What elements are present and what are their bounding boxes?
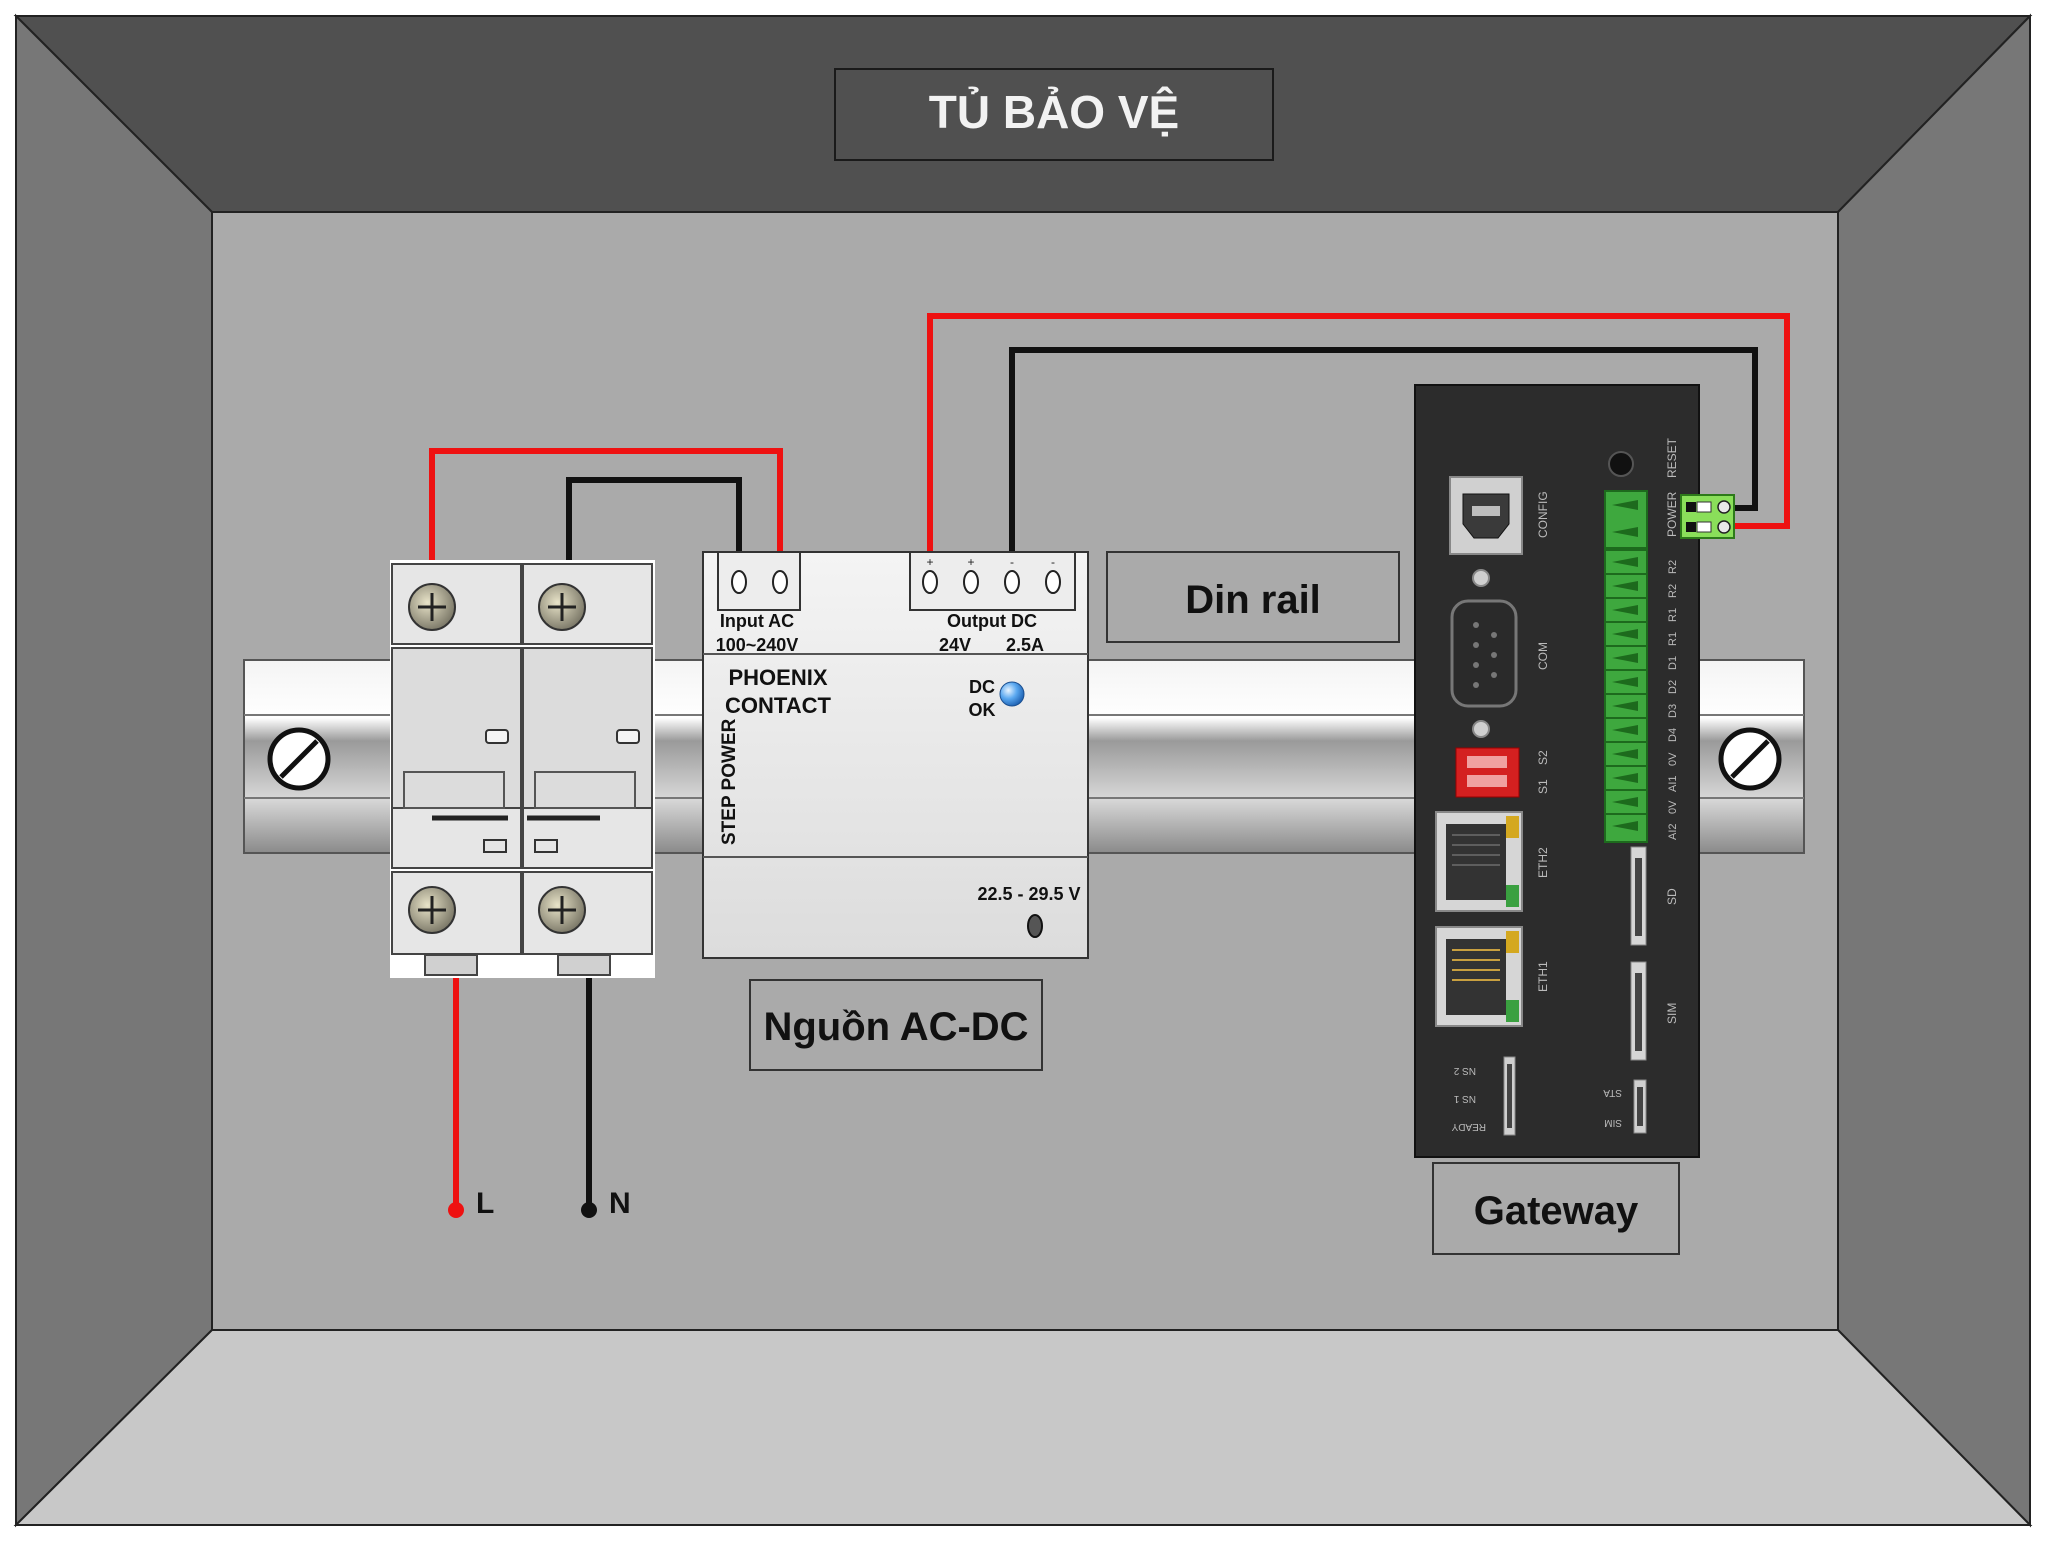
psu-led-label-1: DC <box>969 677 995 697</box>
psu-terminal-plus-2: + <box>967 555 974 569</box>
feed-live-label: L <box>476 1187 494 1220</box>
psu-input-label: Input AC <box>720 611 794 631</box>
gateway-power-connector-icon <box>1680 494 1735 539</box>
rail-screw-right-icon <box>1718 727 1782 791</box>
io-terminal-block-icon <box>1604 549 1648 843</box>
psu-output-current: 2.5A <box>1006 635 1044 655</box>
gateway-label-config: CONFIG <box>1536 491 1550 538</box>
psu-output-voltage: 24V <box>939 635 971 655</box>
gateway-terminal-label: R2 <box>1667 560 1679 574</box>
gateway-label-sd: SD <box>1665 888 1679 905</box>
gateway-label-eth1: ETH1 <box>1536 961 1550 992</box>
psu-terminal-minus-1: - <box>1010 555 1014 569</box>
gateway-terminal-label: D3 <box>1667 704 1679 718</box>
feed-terminals: L N <box>448 1187 631 1220</box>
gateway-label-power: POWER <box>1665 491 1679 537</box>
status-led-strip-icon <box>1503 1056 1516 1136</box>
dc-ok-led-icon <box>999 681 1025 707</box>
gateway-label-sta: STA <box>1603 1087 1622 1098</box>
gateway-label-s1: S1 <box>1536 779 1550 794</box>
wire-psu-negative-to-gateway <box>1009 347 1758 556</box>
psu-caption: Nguồn AC-DC <box>763 1005 1028 1049</box>
dip-switch-icon[interactable] <box>1455 747 1520 798</box>
psu-output-terminal <box>909 551 1076 611</box>
gateway-caption: Gateway <box>1474 1189 1639 1233</box>
cabinet-right-wall <box>1837 13 2031 1528</box>
gateway-terminal-label: AI2 <box>1667 823 1679 840</box>
cabinet-title: TỦ BẢO VỆ <box>929 86 1179 138</box>
gateway-label-sim: SIM <box>1665 1003 1679 1024</box>
psu-input-terminal <box>717 551 801 611</box>
cabinet-title-box: TỦ BẢO VỆ <box>834 68 1274 161</box>
gateway-led-icon <box>1472 569 1490 587</box>
psu-terminal-minus-2: - <box>1051 555 1055 569</box>
sta-led-strip-icon <box>1633 1079 1647 1134</box>
cabinet-left-wall <box>15 13 213 1528</box>
gateway-terminal-label: R2 <box>1667 584 1679 598</box>
neutral-terminal-dot-icon <box>581 1202 597 1218</box>
breaker-screw-icon <box>408 583 456 631</box>
psu-output-label: Output DC <box>947 611 1037 631</box>
wires <box>429 313 1790 1210</box>
breaker-screw-icon <box>408 886 456 934</box>
gateway-label-ns1: NS 1 <box>1453 1093 1476 1104</box>
rail-screw-left-icon <box>267 727 331 791</box>
gateway-terminal-label: AI1 <box>1667 775 1679 792</box>
psu-brand-line1: PHOENIX <box>728 665 827 690</box>
wire-breaker-neutral-to-psu <box>566 477 742 580</box>
sd-card-slot-icon <box>1630 846 1647 946</box>
ethernet-port-eth2-icon <box>1435 811 1523 912</box>
gateway-label-eth2: ETH2 <box>1536 847 1550 878</box>
wire-breaker-live-to-psu <box>429 448 783 580</box>
gateway-device: CONFIG COM S1 S2 <box>1414 384 1700 1158</box>
gateway-terminal-label: D4 <box>1667 728 1679 742</box>
cabinet-bottom-wall <box>13 1329 2033 1526</box>
reset-button-icon[interactable] <box>1608 451 1634 477</box>
gateway-terminal-label: 0V <box>1667 752 1679 766</box>
breaker-screw-icon <box>538 583 586 631</box>
ethernet-port-eth1-icon <box>1435 926 1523 1027</box>
gateway-label-sim-led: SIM <box>1604 1117 1622 1128</box>
gateway-terminal-label: R1 <box>1667 632 1679 646</box>
psu-led-label-2: OK <box>969 700 996 720</box>
din-rail-caption: Din rail <box>1185 578 1321 622</box>
power-supply: Input AC 100~240V + + - - Output DC 24V … <box>702 551 1089 959</box>
gateway-caption-box: Gateway <box>1432 1162 1680 1255</box>
breaker-screw-icon <box>538 886 586 934</box>
sim-card-slot-icon <box>1630 961 1647 1061</box>
usb-config-port-icon <box>1449 476 1523 555</box>
gateway-label-s2: S2 <box>1536 750 1550 765</box>
din-rail-caption-box: Din rail <box>1106 551 1400 643</box>
psu-voltage-adjust-label: 22.5 - 29.5 V <box>977 884 1080 904</box>
gateway-label-reset: RESET <box>1665 437 1679 478</box>
psu-caption-box: Nguồn AC-DC <box>749 979 1043 1071</box>
gateway-terminal-label: 0V <box>1667 800 1679 814</box>
live-terminal-dot-icon <box>448 1202 464 1218</box>
gateway-label-ready: READY <box>1451 1121 1486 1132</box>
psu-series: STEP POWER <box>719 718 740 845</box>
gateway-terminal-label: R1 <box>1667 608 1679 622</box>
feed-neutral-label: N <box>609 1187 631 1220</box>
psu-input-range: 100~240V <box>716 635 799 655</box>
psu-brand-line2: CONTACT <box>725 693 831 718</box>
gateway-terminal-label: D2 <box>1667 680 1679 694</box>
serial-com-port-icon <box>1450 599 1518 708</box>
voltage-adjust-potentiometer-icon[interactable] <box>1027 914 1043 938</box>
gateway-led-icon <box>1472 720 1490 738</box>
gateway-label-ns2: NS 2 <box>1453 1065 1476 1076</box>
gateway-label-com: COM <box>1536 642 1550 670</box>
power-terminal-block-icon <box>1604 490 1648 549</box>
wire-psu-positive-to-gateway <box>927 313 1790 556</box>
psu-terminal-plus-1: + <box>926 555 933 569</box>
gateway-terminal-label: D1 <box>1667 656 1679 670</box>
double-pole-breaker-icon <box>390 560 655 978</box>
